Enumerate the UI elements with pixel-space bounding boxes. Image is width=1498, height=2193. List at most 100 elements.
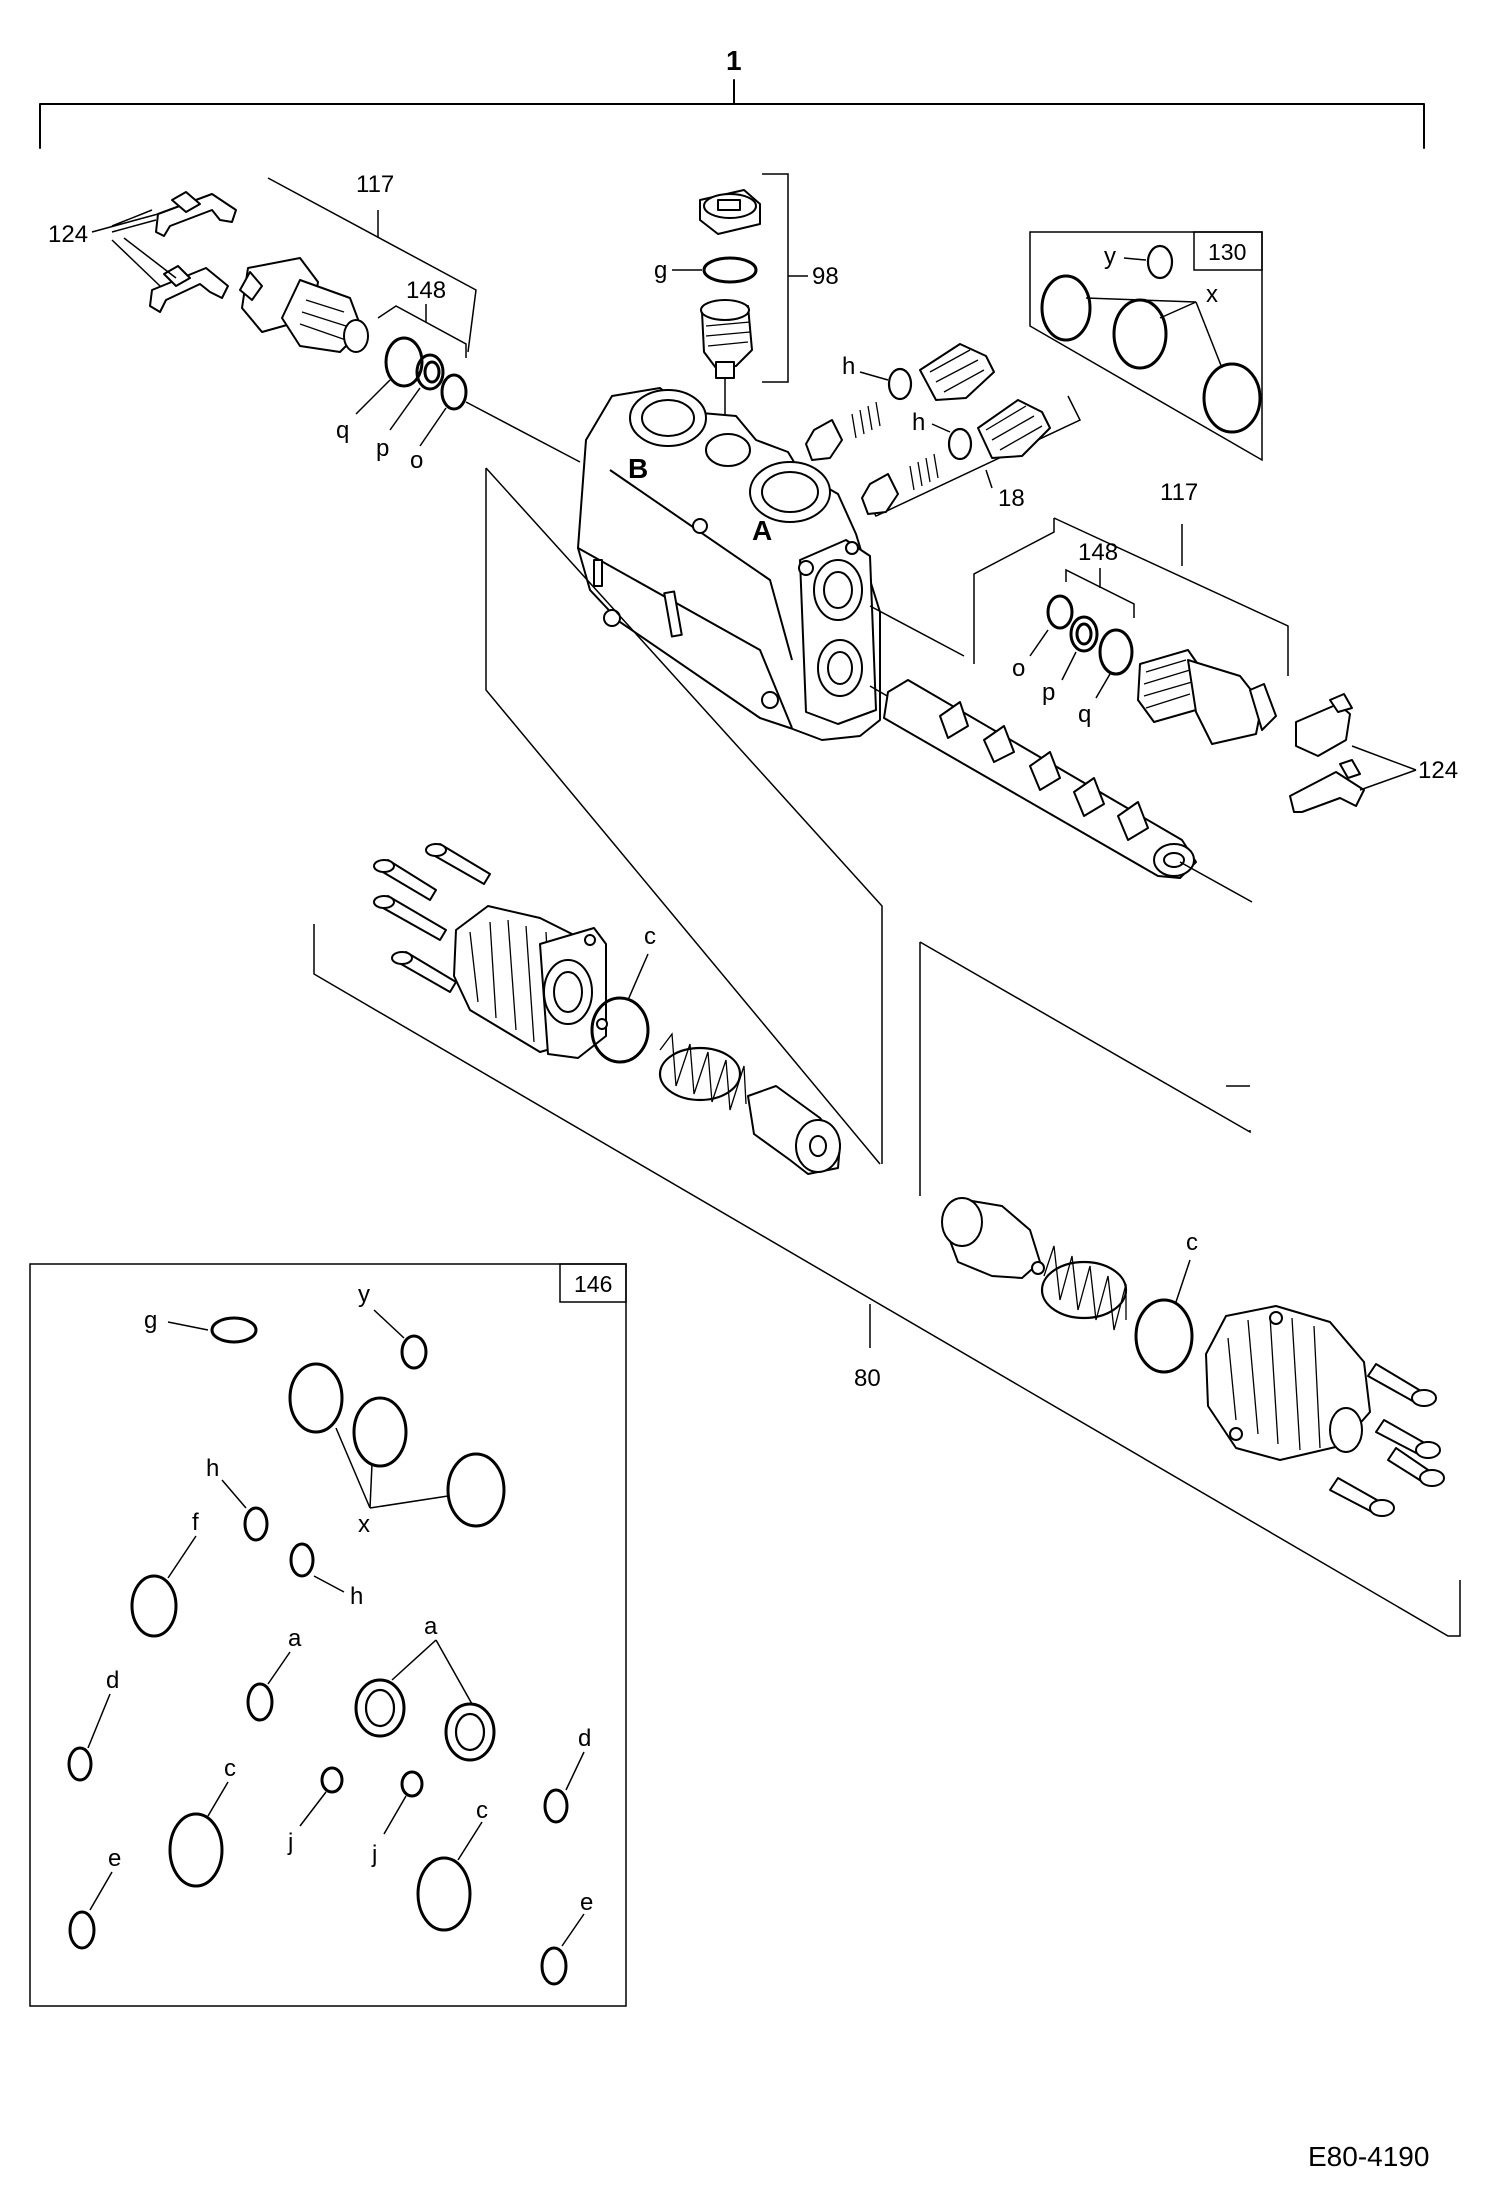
callout-117-left: 117 [356,171,394,198]
o-ring-c-left [590,996,650,1064]
callout-148-right: 148 [1078,539,1118,566]
kit-ring-x-2 [352,1396,408,1468]
label-p-left: p [376,435,389,462]
label-p-right: p [1042,679,1055,706]
o-ring-y-top [1146,244,1174,280]
kit-label-c-1: c [224,1755,236,1782]
kit-ring-x-3 [446,1452,506,1528]
label-g-top: g [654,257,667,284]
seal-kit-146: 146 g y x h h f a a d [29,1263,627,2007]
o-ring-g-top [702,256,758,284]
o-ring-x-2 [1112,298,1168,370]
kit-ring-y [400,1334,428,1370]
check-poppet-upper [805,419,843,461]
check-plug-upper [919,343,995,401]
o-ring-o-right [1046,594,1074,630]
label-q-right: q [1078,701,1091,728]
o-ring-q-left [384,336,424,388]
callout-98: 98 [812,263,839,290]
o-ring-p-left [415,353,445,391]
kit-label-d-1: d [106,1667,119,1694]
label-h-1: h [842,353,855,380]
kit-seal-a-2 [444,1702,496,1762]
callout-1: 1 [726,45,742,76]
label-h-2: h [912,409,925,436]
callout-80: 80 [854,1365,881,1392]
label-c-right: c [1186,1229,1198,1256]
kit-ring-e-1 [68,1910,96,1950]
kit-ring-j-2 [400,1770,424,1798]
check-poppet-lower [861,473,899,515]
drawing-code: E80-4190 [1308,2141,1429,2172]
o-ring-p-right-inner [1075,622,1093,646]
label-c-left: c [644,923,656,950]
kit-ring-j-1 [320,1766,344,1794]
kit-ring-h-1 [243,1506,269,1542]
relief-valve-body-right [1137,649,1277,745]
check-valves-18: 18 h h [805,343,1082,517]
spring-right [1043,1245,1127,1331]
kit-label-a-2: a [424,1613,438,1640]
kit-label-d-2: d [578,1725,591,1752]
callout-130: 130 [1208,239,1246,265]
kit-ring-c-1 [168,1812,224,1888]
label-y-top: y [1104,243,1116,270]
kit-ring-g [210,1316,258,1344]
plug-assembly-98: 98 g [654,173,839,446]
cap-bolts-left [373,843,491,993]
o-ring-c-right [1134,1298,1194,1374]
relief-valve-left: 117 148 124 q [48,171,581,474]
callout-124-right: 124 [1418,757,1458,784]
kit-label-e-1: e [108,1845,121,1872]
centerline-right-relief [869,605,965,657]
o-ring-x-3 [1202,362,1262,434]
kit-ring-d-2 [543,1788,569,1824]
kit-label-h-1: h [206,1455,219,1482]
label-o-left: o [410,447,423,474]
kit-label-j-2: j [371,1841,377,1868]
assembly-bracket: 1 [39,45,1425,149]
o-ring-h-2 [947,427,973,461]
kit-ring-d-1 [67,1746,93,1782]
port-mark-b: B [628,453,648,484]
callout-117-right: 117 [1160,479,1198,506]
seal-set-130: 130 y x [1029,231,1263,462]
port-mark-a: A [752,515,772,546]
kit-label-y: y [358,1281,370,1308]
kit-ring-e-2 [540,1946,568,1986]
spring-left [659,1032,747,1111]
label-o-right: o [1012,655,1025,682]
o-ring-q-right [1098,628,1134,676]
kit-label-g: g [144,1307,157,1334]
o-ring-p-right [1069,615,1099,653]
spring-cap-right [1205,1305,1371,1461]
cap-bolts-right [1329,1363,1445,1517]
clip-124-left [149,191,237,313]
kit-label-a-1: a [288,1625,302,1652]
o-ring-o-left [440,373,468,411]
valve-section-body: B A [577,387,881,741]
callout-124-left: 124 [48,221,88,248]
check-spring-lower [909,453,939,491]
kit-ring-h-2 [289,1542,315,1578]
kit-label-j-1: j [287,1829,293,1856]
kit-seal-a-1 [354,1678,406,1738]
callout-148-left: 148 [406,277,446,304]
kit-ring-x-1 [288,1362,344,1434]
relief-valve-right: 117 148 o p q 124 [973,479,1458,813]
o-ring-h-1 [887,367,913,401]
kit-label-c-2: c [476,1797,488,1824]
seal-kit-number: 146 [574,1271,612,1297]
label-x-top: x [1206,281,1218,308]
spring-cap-group-right: c [941,1197,1445,1517]
o-ring-x-1 [1040,274,1092,342]
kit-label-e-2: e [580,1889,593,1916]
kit-label-x: x [358,1511,370,1538]
check-spring-upper [851,401,881,439]
relief-valve-body-left [239,257,369,353]
kit-label-h-2: h [350,1583,363,1610]
o-ring-p-left-inner [423,360,441,384]
callout-18: 18 [998,485,1025,512]
kit-ring-c-2 [416,1856,472,1932]
kit-ring-a-small [246,1682,274,1722]
